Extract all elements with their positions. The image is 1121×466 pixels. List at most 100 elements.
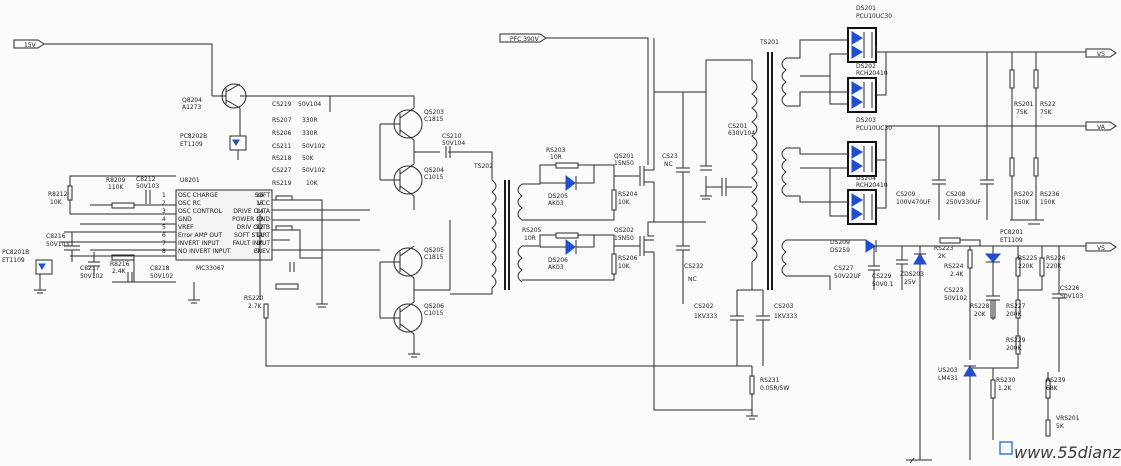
svg-text:R8212: R8212: [48, 191, 68, 198]
capacitor-cs232: CS232 NC: [676, 222, 704, 304]
ic-pin-label: OSC RC: [178, 200, 201, 207]
ic-pin-number: 2: [162, 200, 166, 207]
net-label-15v[interactable]: 15V: [13, 39, 213, 60]
svg-text:CS202: CS202: [694, 303, 714, 310]
ic-pin-label: SOFT: [254, 192, 270, 199]
ic-pin-label: FAULT INPUT: [233, 240, 271, 247]
transformer-ts202: TS202: [450, 163, 523, 295]
svg-text:150K: 150K: [1040, 199, 1056, 206]
svg-text:DS205: DS205: [548, 193, 568, 200]
svg-text:C8216: C8216: [46, 233, 66, 240]
resistor-rs227: RS227 200K: [1006, 299, 1026, 319]
resistor-rs226: RS226 220K: [1039, 255, 1066, 277]
ic-pin-label: POWER GND: [232, 216, 270, 223]
resistor-r8216: R8216 2.4K: [110, 254, 135, 275]
resistor-rs223: RS223 2K: [934, 237, 961, 260]
svg-text:C1815: C1815: [424, 116, 444, 123]
ic-pin-label: Error AMP OUT: [178, 232, 222, 239]
svg-text:CS23: CS23: [662, 153, 678, 160]
svg-text:AK03: AK03: [548, 200, 564, 207]
capacitor-cs201: CS201 630V104: [706, 123, 755, 196]
net-label-va[interactable]: VA: [1085, 121, 1117, 131]
svg-text:RCH20410: RCH20410: [856, 182, 888, 189]
svg-text:PC8202B: PC8202B: [180, 133, 207, 140]
svg-text:RS226: RS226: [1046, 255, 1066, 262]
svg-text:100V470UF: 100V470UF: [896, 199, 931, 206]
svg-text:www.55dianzi.com: www.55dianzi.com: [1014, 443, 1121, 462]
ic-pin-number: 16: [256, 192, 264, 199]
svg-text:CS208: CS208: [946, 191, 966, 198]
diode-ds203: DS203 PCU10UC30: [847, 117, 892, 177]
svg-text:DS209: DS209: [830, 239, 850, 246]
net-label-pfc[interactable]: PFC 390V: [499, 33, 649, 165]
svg-text:50V103: 50V103: [46, 241, 69, 248]
transistor-q8204: Q8204 A1273: [182, 60, 247, 111]
ic-pin-label: GND: [178, 216, 192, 223]
svg-text:ET1109: ET1109: [1000, 237, 1023, 244]
svg-text:Q8204: Q8204: [182, 97, 202, 104]
svg-text:C8212: C8212: [136, 176, 156, 183]
svg-text:50V104: 50V104: [442, 140, 465, 147]
svg-text:RS218: RS218: [272, 155, 292, 162]
net-label-vs-top[interactable]: VS: [1085, 48, 1117, 58]
svg-text:10K: 10K: [618, 199, 631, 206]
ic-pin-label: ENEV: [254, 248, 271, 255]
svg-text:CS227: CS227: [834, 265, 854, 272]
svg-text:10K: 10K: [618, 263, 631, 270]
svg-text:CS227: CS227: [272, 167, 292, 174]
svg-text:330R: 330R: [302, 117, 318, 124]
svg-text:RS227: RS227: [1006, 303, 1026, 310]
svg-text:15N50: 15N50: [614, 235, 634, 242]
resistor-rs236: RS236 150K: [1033, 157, 1060, 206]
svg-text:10K: 10K: [50, 199, 63, 206]
svg-text:TS201: TS201: [759, 39, 779, 46]
svg-text:50V102: 50V102: [150, 273, 173, 280]
svg-text:LM431: LM431: [938, 375, 958, 382]
ic-pin-label: VCC: [258, 200, 270, 207]
ic-pin-number: 7: [162, 240, 166, 247]
svg-text:VS: VS: [1097, 245, 1105, 252]
svg-text:VA: VA: [1097, 124, 1106, 131]
resistor-rs230: RS230 1.2K: [990, 368, 1016, 440]
svg-text:DS203: DS203: [856, 117, 876, 124]
svg-text:CS203: CS203: [774, 303, 794, 310]
svg-text:R8216: R8216: [110, 261, 130, 268]
svg-text:RCH20410: RCH20410: [856, 70, 888, 77]
ic-pin-number: 9: [256, 248, 260, 255]
svg-text:150K: 150K: [1014, 199, 1030, 206]
ic-pin-number: 6: [162, 232, 166, 239]
net-label-vs-bottom[interactable]: VS: [1085, 242, 1117, 252]
svg-text:50V104: 50V104: [298, 101, 321, 108]
svg-text:RS206: RS206: [272, 130, 292, 137]
svg-text:50V103: 50V103: [1060, 293, 1083, 300]
svg-text:50V102: 50V102: [302, 167, 325, 174]
svg-text:2.4K: 2.4K: [112, 268, 127, 275]
capacitor-cs208: CS208 250V330UF: [946, 52, 994, 220]
svg-text:C1815: C1815: [424, 254, 444, 261]
svg-text:DS206: DS206: [548, 257, 568, 264]
svg-text:PCU10UC30: PCU10UC30: [856, 125, 892, 132]
transformer-ts201: TS201: [705, 39, 787, 290]
diode-ds202: DS202 RCH20410: [847, 63, 888, 113]
svg-text:1KV333: 1KV333: [694, 313, 717, 320]
potentiometer-vrs201: VRS201 5K: [1045, 415, 1080, 437]
svg-text:220K: 220K: [1046, 263, 1062, 270]
svg-text:AK03: AK03: [548, 264, 564, 271]
svg-text:330R: 330R: [302, 130, 318, 137]
resistor-rs202: RS202 150K: [1009, 157, 1034, 206]
ic-pin-label: DRIVE OUTA: [233, 208, 271, 215]
svg-text:QS201: QS201: [614, 153, 634, 160]
diode-ds201: DS201 PCU10UC30: [847, 5, 892, 63]
capacitor-cs229: CS229 50V0.1: [872, 246, 908, 290]
shunt-us203: US203 LM431: [938, 365, 977, 460]
svg-text:20K: 20K: [974, 311, 987, 318]
svg-text:DS204: DS204: [856, 175, 876, 182]
svg-text:TS202: TS202: [473, 163, 493, 170]
svg-text:630V104: 630V104: [728, 130, 755, 137]
capacitor-cs23: CS23 NC: [662, 92, 690, 222]
svg-text:ET1109: ET1109: [2, 257, 25, 264]
svg-text:1KV333: 1KV333: [774, 313, 797, 320]
resistor-rs228: RS228 20K: [970, 299, 996, 319]
svg-text:VRS201: VRS201: [1056, 415, 1080, 422]
